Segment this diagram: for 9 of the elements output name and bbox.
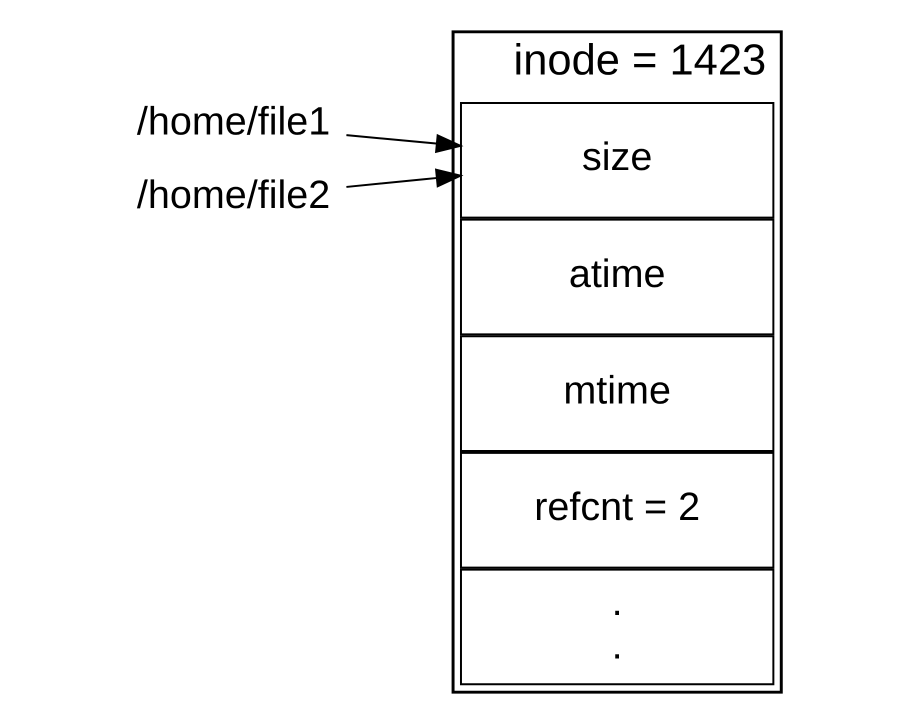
node-box: refcnt = 2: [460, 452, 774, 569]
node-text: /home/file2: [136, 172, 330, 217]
node-box: mtime: [460, 335, 774, 452]
node-box: size: [460, 102, 774, 219]
arrow: [346, 168, 464, 188]
node-box: atime: [460, 218, 774, 336]
arrow: [346, 134, 464, 154]
node-box: . .: [460, 568, 774, 686]
node-text: /home/file1: [136, 100, 330, 144]
